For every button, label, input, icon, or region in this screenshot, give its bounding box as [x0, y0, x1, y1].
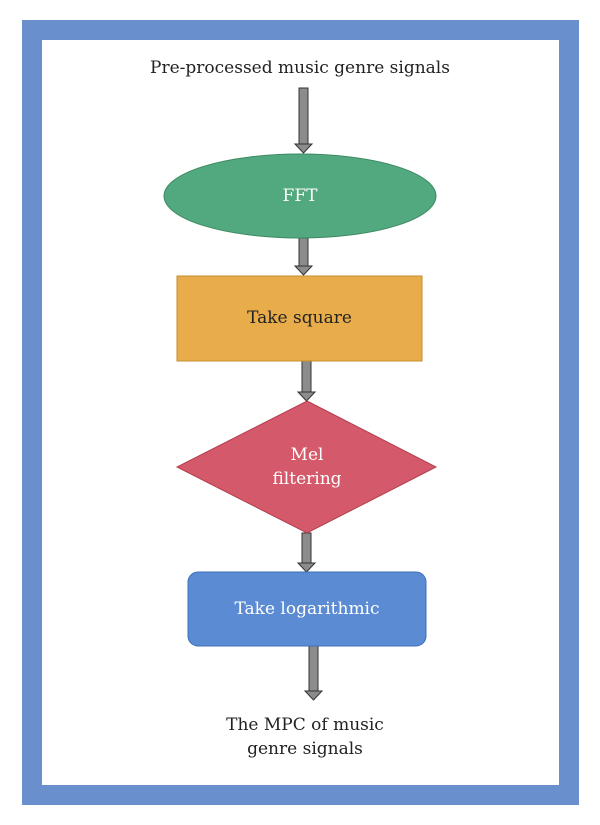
- arrow-fft-to-square: [293, 237, 314, 276]
- arrow-input-to-fft: [293, 87, 314, 154]
- take-square-label: Take square: [247, 308, 352, 328]
- take-square-box: [176, 275, 423, 362]
- arrow-mel-to-log: [296, 532, 317, 573]
- mel-filtering-diamond: [175, 400, 438, 534]
- take-logarithmic-label: Take logarithmic: [234, 599, 380, 619]
- fft-ellipse: [163, 153, 437, 239]
- mel-filtering-label: Mel filtering: [272, 445, 342, 489]
- arrow-square-to-mel: [296, 360, 317, 402]
- input-label: Pre-processed music genre signals: [150, 58, 450, 78]
- output-label: The MPC of music genre signals: [226, 715, 384, 759]
- fft-label: FFT: [282, 186, 318, 206]
- arrow-log-to-output: [303, 645, 324, 701]
- take-logarithmic-box: [187, 571, 427, 647]
